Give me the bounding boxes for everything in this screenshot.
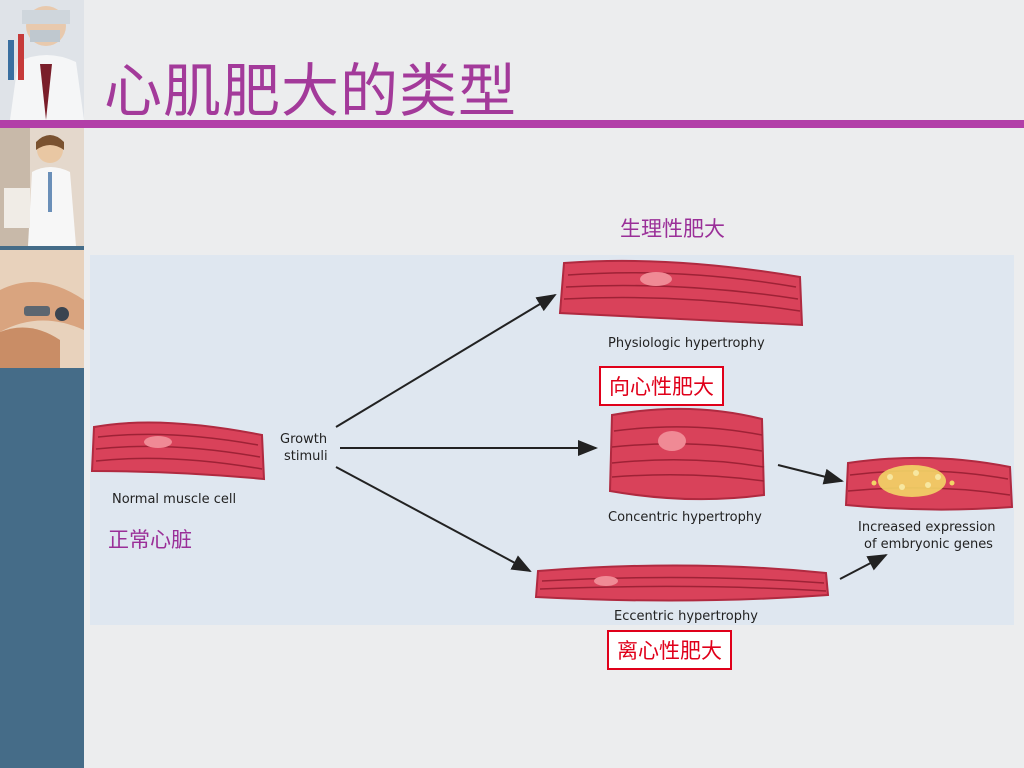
physiologic-hypertrophy-label: Physiologic hypertrophy — [608, 336, 765, 351]
eccentric-hypertrophy-annotation: 离心性肥大 — [607, 630, 732, 670]
concentric-hypertrophy-cell-illustration — [608, 407, 766, 501]
outcome-label-line2: of embryonic genes — [864, 537, 993, 552]
normal-muscle-cell-label: Normal muscle cell — [112, 492, 236, 507]
sidebar-strip — [0, 0, 84, 768]
arrow-eccentric-to-outcome — [839, 554, 888, 580]
arrow-concentric-to-outcome — [777, 464, 844, 485]
growth-stimuli-label-line2: stimuli — [284, 449, 328, 464]
arrow-to-eccentric — [335, 466, 532, 572]
slide-title: 心肌肥大的类型 — [104, 57, 518, 125]
physiologic-hypertrophy-annotation: 生理性肥大 — [620, 217, 725, 241]
normal-heart-annotation: 正常心脏 — [108, 528, 192, 552]
growth-stimuli-label-line1: Growth — [280, 432, 327, 447]
normal-muscle-cell-illustration — [90, 421, 266, 481]
hypertrophy-figure-panel: Normal muscle cell Growth stimuli Physio… — [90, 255, 1014, 625]
outcome-label-line1: Increased expression — [858, 520, 996, 535]
eccentric-hypertrophy-cell-illustration — [534, 564, 830, 602]
physiologic-hypertrophy-cell-illustration — [558, 259, 804, 327]
doctor-photo-image — [0, 0, 84, 120]
concentric-hypertrophy-annotation: 向心性肥大 — [599, 366, 724, 406]
eccentric-hypertrophy-label: Eccentric hypertrophy — [614, 609, 758, 624]
embryonic-gene-cell-illustration — [844, 456, 1014, 511]
physician-photo-image — [0, 128, 84, 246]
blood-pressure-photo-image — [0, 250, 84, 368]
title-divider — [0, 120, 1024, 128]
hypertrophy-diagram: Normal muscle cell Growth stimuli Physio… — [90, 259, 1014, 624]
arrow-to-physiologic — [335, 293, 557, 428]
concentric-hypertrophy-label: Concentric hypertrophy — [608, 510, 762, 525]
